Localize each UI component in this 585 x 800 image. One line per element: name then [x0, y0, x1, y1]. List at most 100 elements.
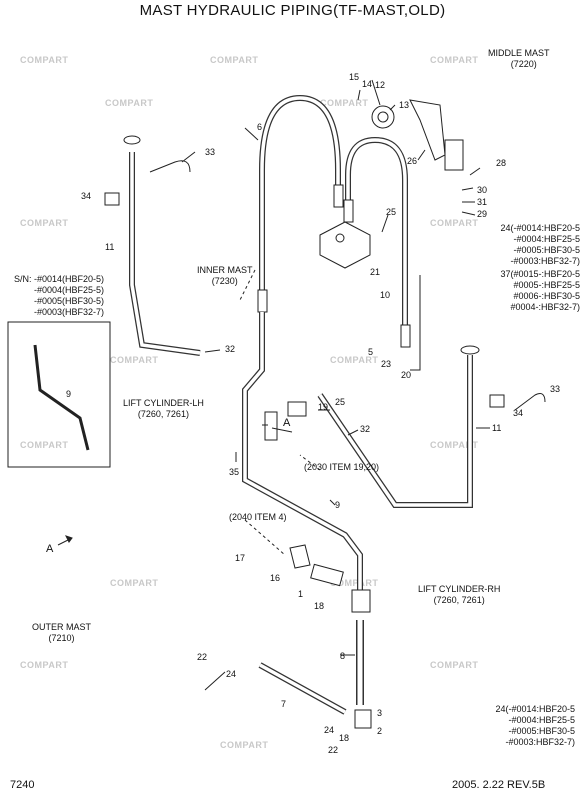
part-number: 32: [360, 424, 371, 434]
item-2030-label: (2030 ITEM 19,20): [304, 462, 380, 472]
inner-mast-title: INNER MAST: [197, 265, 253, 275]
watermark: COMPART: [105, 98, 154, 108]
lift-cylinder-lh-label: LIFT CYLINDER-LH (7260, 7261): [123, 398, 204, 420]
part-number: 22: [197, 652, 208, 662]
part-number: 1: [298, 589, 304, 599]
part-number: 21: [370, 267, 381, 277]
part-number: 33: [550, 384, 561, 394]
note-37: 37(#0015-:HBF20-5 #0005-:HBF25-5 #0006-:…: [480, 269, 580, 313]
note-line: 37(#0015-:HBF20-5: [500, 269, 580, 279]
watermark: COMPART: [20, 55, 69, 65]
note-line: -#0003:HBF32-7): [505, 737, 575, 747]
part-number: 9: [66, 389, 72, 399]
sn-line: S/N: -#0014(HBF20-5): [13, 274, 104, 284]
watermark: COMPART: [20, 440, 69, 450]
part-number: 25: [386, 207, 397, 217]
view-a-marker: A: [283, 417, 291, 429]
part-number: 30: [477, 185, 488, 195]
page-number: 7240: [10, 779, 35, 791]
serial-number-block: S/N: -#0014(HBF20-5) -#0004(HBF25-5) -#0…: [4, 274, 104, 318]
part-number: 5: [368, 347, 374, 357]
lift-cylinder-rh-ref: (7260, 7261): [433, 595, 485, 605]
part-number: 28: [496, 158, 507, 168]
part-number: 24: [226, 669, 237, 679]
part-number: 33: [205, 147, 216, 157]
note-line: #0006-:HBF30-5: [513, 291, 580, 301]
part-number: 26: [407, 156, 418, 166]
sn-line: -#0003(HBF32-7): [33, 307, 104, 317]
part-number: 20: [401, 370, 412, 380]
part-number: 19: [318, 402, 329, 412]
part-number: 7: [281, 699, 287, 709]
watermark: COMPART: [430, 440, 479, 450]
inner-mast-ref: (7230): [211, 276, 238, 286]
part-number: 10: [380, 290, 391, 300]
middle-mast-ref: (7220): [510, 59, 537, 69]
lift-cylinder-rh-label: LIFT CYLINDER-RH (7260, 7261): [418, 584, 500, 606]
part-number: 8: [340, 651, 346, 661]
watermark: COMPART: [430, 218, 479, 228]
note-line: -#0003:HBF32-7): [510, 256, 580, 266]
part-number: 34: [513, 408, 524, 418]
outer-mast-ref: (7210): [48, 633, 75, 643]
inner-mast-label: INNER MAST (7230): [197, 265, 253, 287]
watermark: COMPART: [430, 660, 479, 670]
part-number: 34: [81, 191, 92, 201]
lift-cylinder-lh-title: LIFT CYLINDER-LH: [123, 398, 204, 408]
middle-mast-title: MIDDLE MAST: [488, 48, 550, 58]
part-number: 6: [257, 122, 263, 132]
outer-mast-title: OUTER MAST: [32, 622, 92, 632]
part-number: 18: [314, 601, 325, 611]
watermark: COMPART: [20, 660, 69, 670]
watermark: COMPART: [20, 218, 69, 228]
sn-line: -#0005(HBF30-5): [33, 296, 104, 306]
note-line: #0005-:HBF25-5: [513, 280, 580, 290]
part-number: 29: [477, 209, 488, 219]
watermark: COMPART: [330, 578, 379, 588]
revision-label: 2005. 2.22 REV.5B: [452, 779, 546, 791]
page-title: MAST HYDRAULIC PIPING(TF-MAST,OLD): [139, 2, 446, 19]
lift-cylinder-rh-title: LIFT CYLINDER-RH: [418, 584, 501, 594]
part-number: 11: [492, 423, 502, 433]
part-number: 11: [105, 242, 115, 252]
watermark: COMPART: [110, 578, 159, 588]
middle-mast-label: MIDDLE MAST (7220): [488, 48, 550, 70]
part-number: 24: [324, 725, 335, 735]
part-number: 12: [375, 80, 386, 90]
part-number: 14: [362, 79, 373, 89]
part-number: 15: [349, 72, 360, 82]
note-line: #0004-:HBF32-7): [510, 302, 580, 312]
part-number: 16: [270, 573, 281, 583]
note-line: -#0005:HBF30-5: [513, 245, 580, 255]
sn-line: -#0004(HBF25-5): [33, 285, 104, 295]
watermark: COMPART: [220, 740, 269, 750]
part-number: 31: [477, 197, 488, 207]
part-number: 2: [377, 726, 383, 736]
outer-mast-label: OUTER MAST (7210): [32, 622, 91, 644]
lift-cylinder-lh-ref: (7260, 7261): [137, 409, 189, 419]
part-number: 13: [399, 100, 410, 110]
part-number: 25: [335, 397, 346, 407]
note-24-bottom: 24(-#0014:HBF20-5 -#0004:HBF25-5 -#0005:…: [475, 704, 575, 748]
part-number: 18: [339, 733, 350, 743]
part-number: 3: [377, 708, 383, 718]
watermark: COMPART: [320, 98, 369, 108]
note-line: 24(-#0014:HBF20-5: [500, 223, 580, 233]
part-number: 9: [335, 500, 341, 510]
part-number: 23: [381, 359, 392, 369]
note-line: -#0005:HBF30-5: [508, 726, 575, 736]
note-24-top: 24(-#0014:HBF20-5 -#0004:HBF25-5 -#0005:…: [480, 223, 580, 267]
part-number: 32: [225, 344, 236, 354]
note-line: 24(-#0014:HBF20-5: [495, 704, 575, 714]
part-number: 22: [328, 745, 339, 755]
watermark: COMPART: [110, 355, 159, 365]
item-2040-label: (2040 ITEM 4): [229, 512, 287, 522]
watermark: COMPART: [210, 55, 259, 65]
watermark: COMPART: [430, 55, 479, 65]
part-number: 17: [235, 553, 246, 563]
watermark: COMPART: [330, 355, 379, 365]
view-a-label: A: [46, 543, 54, 555]
part-number: 35: [229, 467, 240, 477]
note-line: -#0004:HBF25-5: [508, 715, 575, 725]
